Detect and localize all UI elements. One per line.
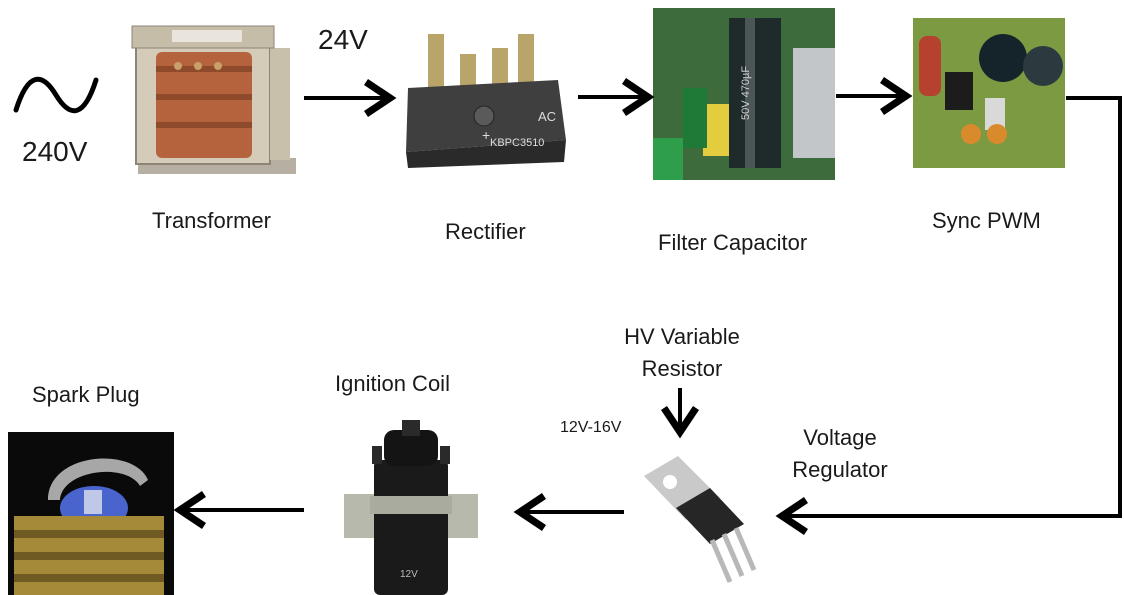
filter-capacitor-image: 50V 470µF [653, 8, 835, 180]
input-voltage-label: 240V [22, 136, 88, 167]
transformer-output-label: 24V [318, 24, 368, 55]
transformer-label: Transformer [152, 208, 271, 233]
rectifier-image: + AC KBPC3510 [398, 28, 570, 170]
voltage-regulator-image [626, 442, 776, 592]
ignition-coil-image: 12V [306, 420, 516, 595]
ignition-coil-label: Ignition Coil [335, 371, 450, 396]
voltage-regulator-label-line1: Voltage [803, 425, 877, 450]
hv-variable-resistor-label-line1: HV Variable [624, 324, 740, 349]
hv-variable-resistor-label-line2: Resistor [641, 356, 723, 381]
spark-plug-image [8, 432, 174, 595]
transformer-image [122, 8, 304, 186]
spark-plug-label: Spark Plug [32, 382, 140, 407]
sync-pwm-image [913, 18, 1065, 168]
rectifier-plus-marking: + [482, 127, 491, 143]
regulator-output-label: 12V-16V [560, 419, 622, 436]
sync-pwm-label: Sync PWM [932, 208, 1041, 233]
wire-pwm-to-regulator [775, 96, 1122, 535]
ac-sine-icon [13, 76, 99, 114]
coil-rating-marking: 12V [400, 569, 418, 580]
rectifier-model-marking: KBPC3510 [490, 137, 545, 149]
filter-capacitor-label: Filter Capacitor [658, 230, 808, 255]
rectifier-label: Rectifier [445, 219, 526, 244]
rectifier-ac-marking: AC [538, 109, 557, 124]
voltage-regulator-label-line2: Regulator [792, 457, 888, 482]
